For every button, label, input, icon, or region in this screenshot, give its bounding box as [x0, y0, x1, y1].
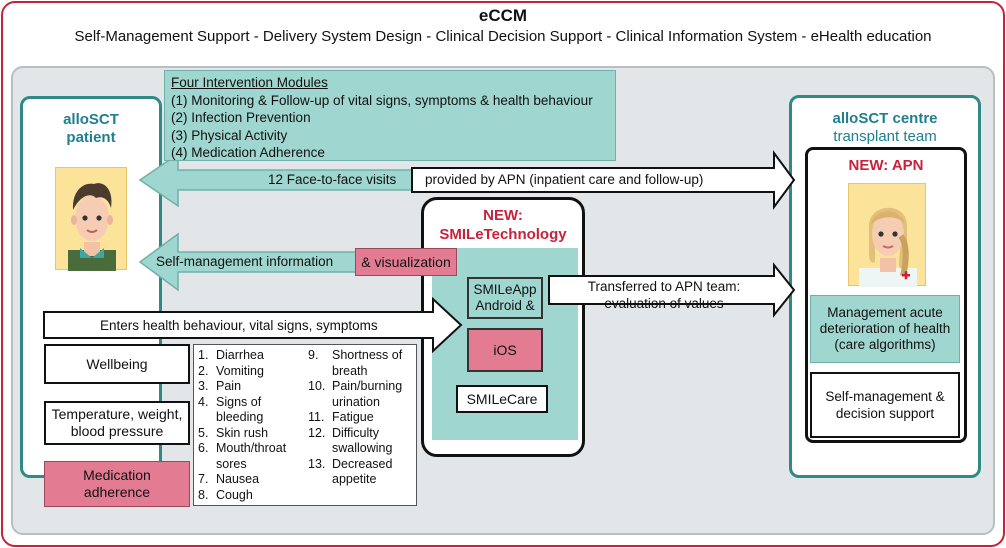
ios-box: iOS	[467, 328, 543, 372]
face-to-face-arrow	[138, 152, 413, 208]
apn-portrait	[848, 183, 926, 287]
wellbeing-label: Wellbeing	[86, 355, 148, 372]
diagram-title: eCCM	[478, 6, 528, 25]
ios-label: iOS	[493, 341, 517, 358]
symptom-item: 6.Mouth/throat sores	[198, 441, 287, 471]
module-item: (4) Medication Adherence	[171, 145, 325, 160]
smileapp-box: SMILeApp Android &	[467, 277, 543, 319]
symptom-item: 2.Vomiting	[198, 363, 264, 378]
medication-line1: Medication	[83, 467, 151, 483]
symptoms-column-2: 9.Shortness of breath 10.Pain/burning ur…	[308, 348, 416, 488]
visualization-box: & visualization	[355, 248, 457, 276]
vitals-box: Temperature, weight, blood pressure	[44, 401, 190, 445]
symptom-item: 3.Pain	[198, 379, 242, 393]
smileapp-line2: Android &	[475, 298, 535, 313]
visualization-label: & visualization	[361, 253, 451, 270]
symptom-item: 4.Signs of bleeding	[198, 394, 264, 425]
symptom-item: 5.Skin rush	[198, 425, 269, 440]
nurse-avatar-icon	[859, 207, 917, 287]
technology-title-line1: NEW:	[483, 207, 523, 224]
acute-line2: deterioration of health	[819, 321, 951, 336]
acute-line1: Management acute	[827, 305, 943, 320]
self-management-label: Self-management information	[156, 254, 334, 269]
smilecare-label: SMILeCare	[466, 390, 538, 407]
enters-arrow	[43, 296, 463, 354]
symptom-item: 9.Shortness of breath	[308, 348, 403, 378]
medication-box: Medication adherence	[44, 461, 190, 507]
face-to-face-label: 12 Face-to-face visits	[268, 172, 397, 187]
symptoms-column-1: 1.Diarrhea 2.Vomiting 3.Pain 4.Signs of …	[198, 348, 304, 503]
transferred-arrow	[548, 262, 796, 318]
enters-label: Enters health behaviour, vital signs, sy…	[100, 318, 378, 333]
module-item: (1) Monitoring & Follow-up of vital sign…	[171, 92, 593, 108]
transferred-label-line2: evaluation of values	[604, 296, 724, 311]
medication-line2: adherence	[83, 484, 151, 500]
symptom-item: 8.Cough	[198, 487, 253, 502]
symptom-item: 1.Diarrhea	[198, 348, 264, 362]
technology-title-line2: SMILeTechnology	[439, 226, 567, 243]
symptom-item: 13.Decreased appetite	[308, 456, 393, 487]
acute-management-box: Management acute deterioration of health…	[810, 295, 960, 363]
self-management-support-box: Self-management & decision support	[810, 372, 960, 438]
symptom-item: 11.Fatigue	[308, 410, 374, 424]
smileapp-line1: SMILeApp	[473, 282, 537, 297]
support-line2: decision support	[835, 406, 935, 421]
patient-title-line2: patient	[66, 129, 116, 146]
wellbeing-box: Wellbeing	[44, 344, 190, 384]
patient-portrait	[55, 167, 127, 271]
centre-subtitle: transplant team	[833, 128, 937, 145]
patient-avatar-icon	[68, 183, 116, 271]
smilecare-box: SMILeCare	[456, 385, 548, 413]
symptom-item: 10.Pain/burning urination	[308, 379, 403, 409]
centre-title: alloSCT centre	[832, 110, 938, 127]
patient-title-line1: alloSCT	[63, 111, 119, 128]
vitals-line1: Temperature, weight,	[51, 406, 183, 422]
symptom-item: 7.Nausea	[198, 472, 260, 486]
apn-title: NEW: APN	[848, 157, 924, 174]
acute-line3: (care algorithms)	[834, 337, 936, 352]
module-item: (2) Infection Prevention	[171, 110, 311, 125]
diagram-subtitle: Self-Management Support - Delivery Syste…	[74, 28, 932, 45]
modules-heading: Four Intervention Modules	[171, 75, 328, 90]
support-line1: Self-management &	[825, 389, 945, 404]
vitals-line2: blood pressure	[70, 423, 164, 439]
intervention-modules-box: Four Intervention Modules (1) Monitoring…	[164, 70, 616, 161]
module-item: (3) Physical Activity	[171, 127, 288, 143]
symptoms-list: 1.Diarrhea 2.Vomiting 3.Pain 4.Signs of …	[193, 344, 417, 506]
transferred-label-line1: Transferred to APN team:	[587, 279, 741, 294]
symptom-item: 12.Difficulty swallowing	[308, 425, 393, 456]
provided-by-arrow	[411, 149, 796, 211]
provided-by-label: provided by APN (inpatient care and foll…	[425, 172, 704, 187]
